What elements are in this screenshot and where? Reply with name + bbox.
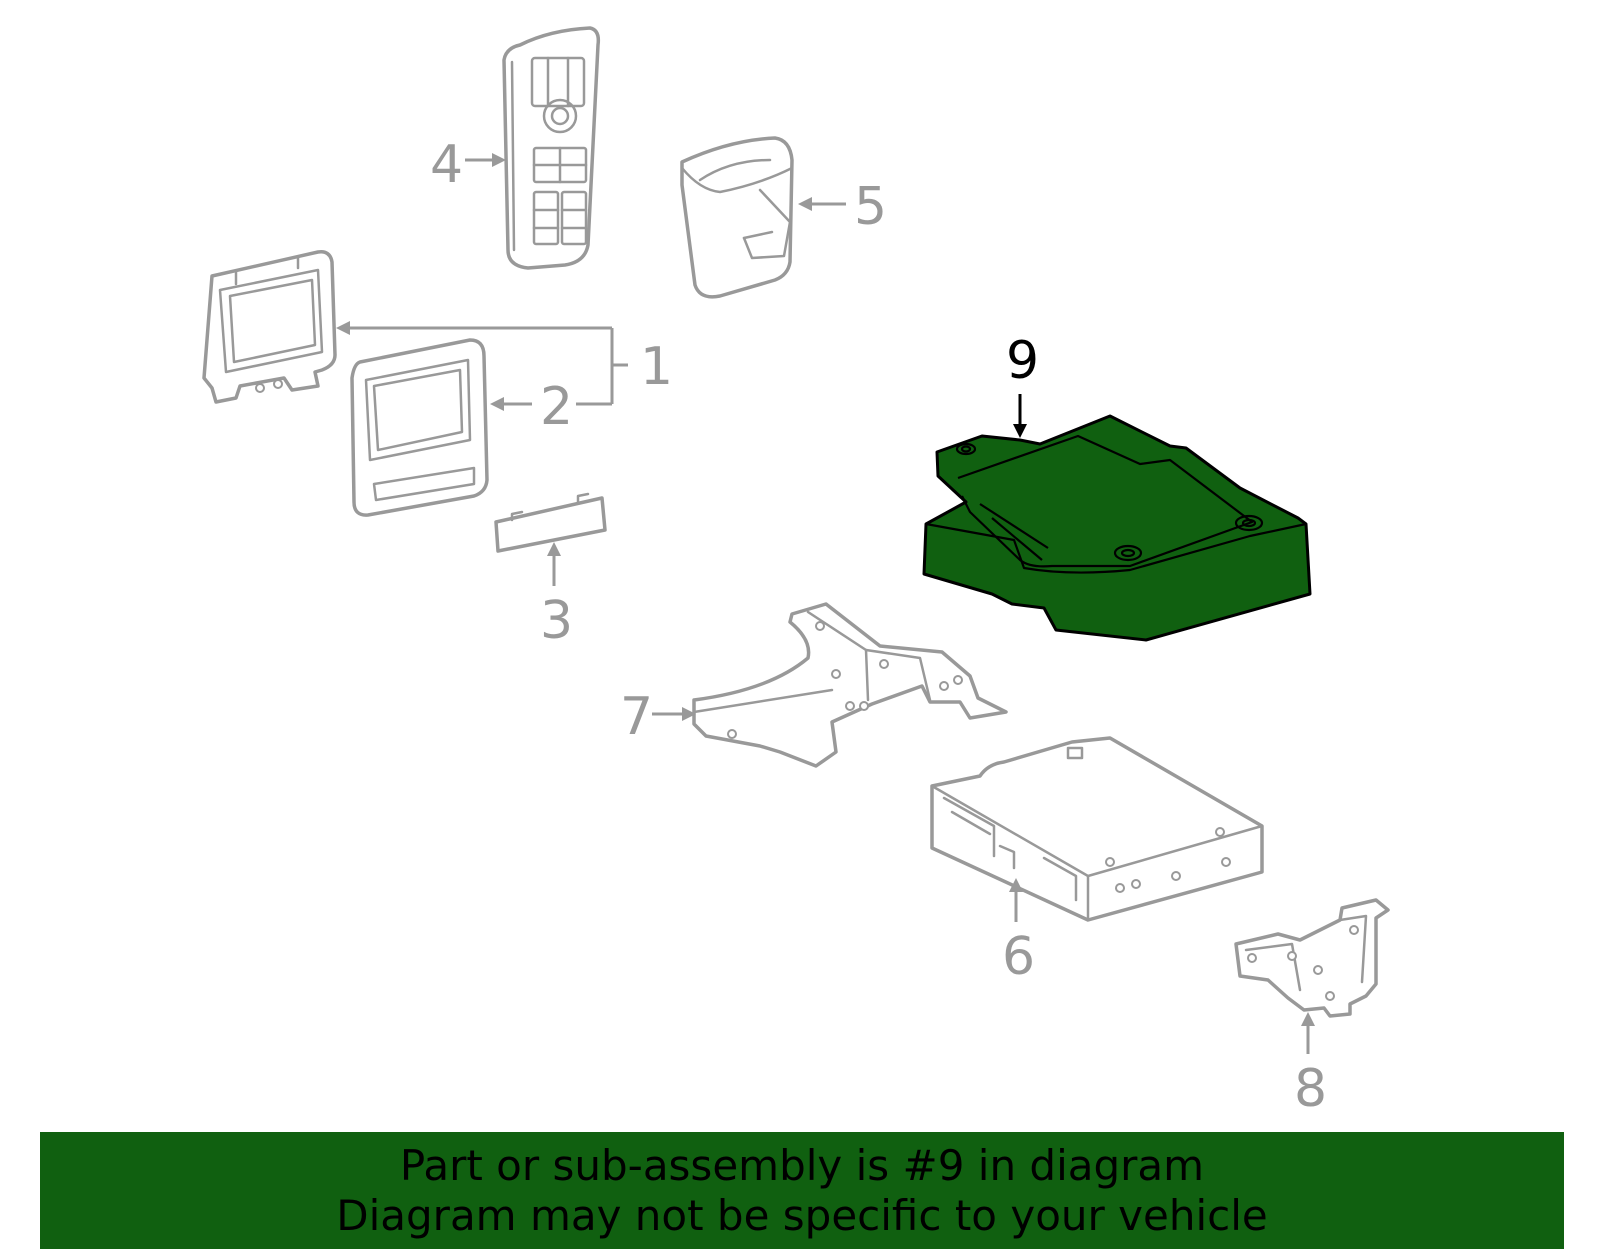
part-8-mounting-bracket bbox=[1234, 898, 1390, 1018]
part-3-trim-panel bbox=[494, 492, 607, 553]
banner-line-part-note: Part or sub-assembly is #9 in diagram bbox=[399, 1140, 1205, 1190]
callout-7: 7 bbox=[620, 687, 653, 747]
part-1-display-unit bbox=[202, 249, 337, 404]
part-2-display-unit bbox=[350, 338, 489, 517]
part-6-control-module bbox=[930, 736, 1264, 922]
callout-5: 5 bbox=[854, 177, 887, 237]
callout-3: 3 bbox=[540, 591, 573, 651]
callout-2: 2 bbox=[540, 377, 573, 437]
leader-lines bbox=[336, 153, 1315, 1054]
callout-labels: 4 5 1 2 3 7 6 8 9 bbox=[430, 135, 1327, 1119]
part-9-cover-highlighted bbox=[922, 414, 1312, 642]
callout-8: 8 bbox=[1294, 1059, 1327, 1119]
callout-6: 6 bbox=[1002, 927, 1035, 987]
part-4-remote-control bbox=[502, 26, 601, 270]
banner-line-disclaimer: Diagram may not be specific to your vehi… bbox=[336, 1190, 1268, 1240]
part-7-bracket bbox=[692, 602, 1008, 768]
callout-9: 9 bbox=[1006, 331, 1039, 391]
callout-4: 4 bbox=[430, 135, 463, 195]
info-banner: Part or sub-assembly is #9 in diagram Di… bbox=[40, 1132, 1564, 1249]
part-5-storage-pocket bbox=[680, 136, 794, 299]
callout-1: 1 bbox=[640, 337, 673, 397]
